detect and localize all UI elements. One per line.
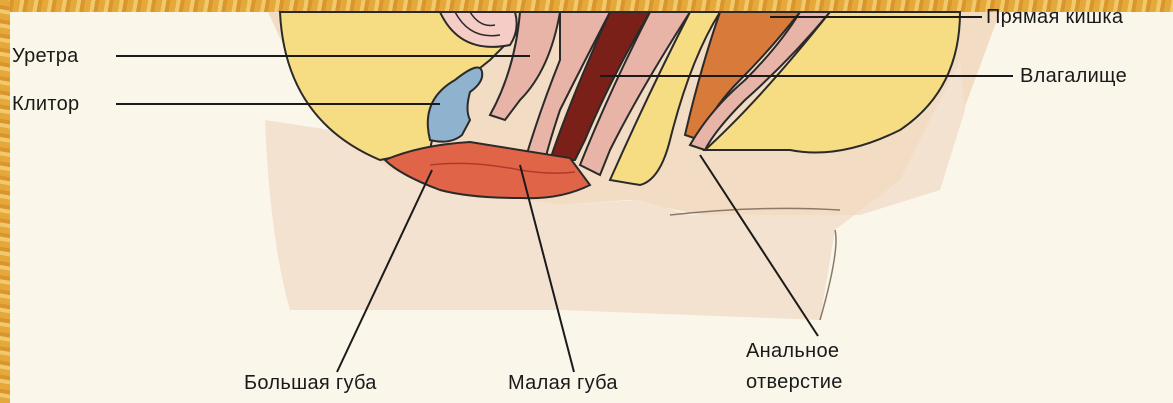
label-anus-line2: отверстие bbox=[746, 371, 843, 393]
label-anus-line1: Анальное bbox=[746, 340, 839, 362]
label-rectum: Прямая кишка bbox=[986, 6, 1123, 28]
label-clitoris: Клитор bbox=[12, 93, 79, 115]
label-vagina: Влагалище bbox=[1020, 65, 1127, 87]
label-labia-minora: Малая губа bbox=[508, 372, 618, 394]
label-labia-majora: Большая губа bbox=[244, 372, 377, 394]
label-urethra: Уретра bbox=[12, 45, 79, 67]
